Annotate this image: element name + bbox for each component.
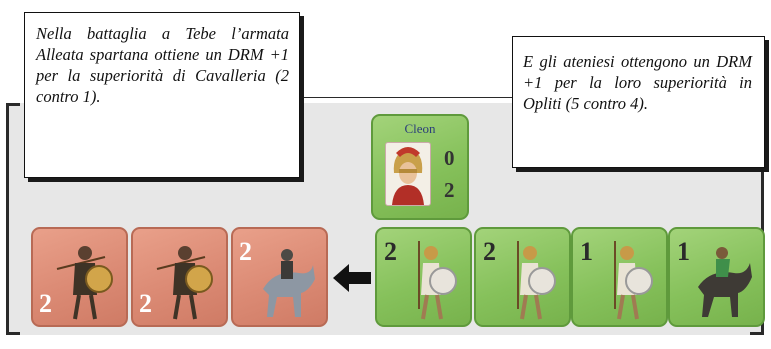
unit-strength: 2 <box>384 237 397 266</box>
leader-name: Cleon <box>404 121 436 136</box>
hoplite-icon <box>399 239 461 323</box>
athenian-hoplite-counter[interactable]: 1 <box>571 227 668 327</box>
callout-connector-line <box>300 97 512 98</box>
athenian-hoplite-counter[interactable]: 2 <box>375 227 472 327</box>
callout-athenian-hoplites: E gli ateniesi ottengono un DRM +1 per l… <box>512 36 765 168</box>
spartan-hoplite-counter[interactable]: 2 <box>131 227 228 327</box>
hoplite-icon <box>155 239 217 323</box>
callout-text: Nella battaglia a Tebe l’armata Alleata … <box>36 24 289 106</box>
arrow-left-icon <box>333 264 371 297</box>
panel-bracket <box>750 332 764 335</box>
athenian-cavalry-counter[interactable]: 1 <box>668 227 765 327</box>
hoplite-icon <box>55 239 117 323</box>
unit-strength: 2 <box>139 289 152 318</box>
unit-strength: 1 <box>580 237 593 266</box>
unit-strength: 1 <box>677 237 690 266</box>
cavalry-icon <box>692 239 754 323</box>
leader-counter-cleon[interactable]: Cleon 0 2 <box>371 114 469 220</box>
hoplite-icon <box>498 239 560 323</box>
callout-text: E gli ateniesi ottengono un DRM +1 per l… <box>523 52 752 113</box>
leader-value-top: 0 <box>444 146 455 170</box>
unit-strength: 2 <box>39 289 52 318</box>
unit-strength: 2 <box>483 237 496 266</box>
panel-bracket <box>6 332 20 335</box>
unit-strength: 2 <box>239 237 252 266</box>
callout-spartan-cavalry: Nella battaglia a Tebe l’armata Alleata … <box>24 12 300 178</box>
leader-value-bottom: 2 <box>444 178 455 202</box>
spartan-cavalry-counter[interactable]: 2 <box>231 227 328 327</box>
leader-portrait-icon <box>385 142 431 206</box>
athenian-hoplite-counter[interactable]: 2 <box>474 227 571 327</box>
panel-bracket <box>6 103 20 106</box>
spartan-hoplite-counter[interactable]: 2 <box>31 227 128 327</box>
hoplite-icon <box>595 239 657 323</box>
cavalry-icon <box>255 239 317 323</box>
